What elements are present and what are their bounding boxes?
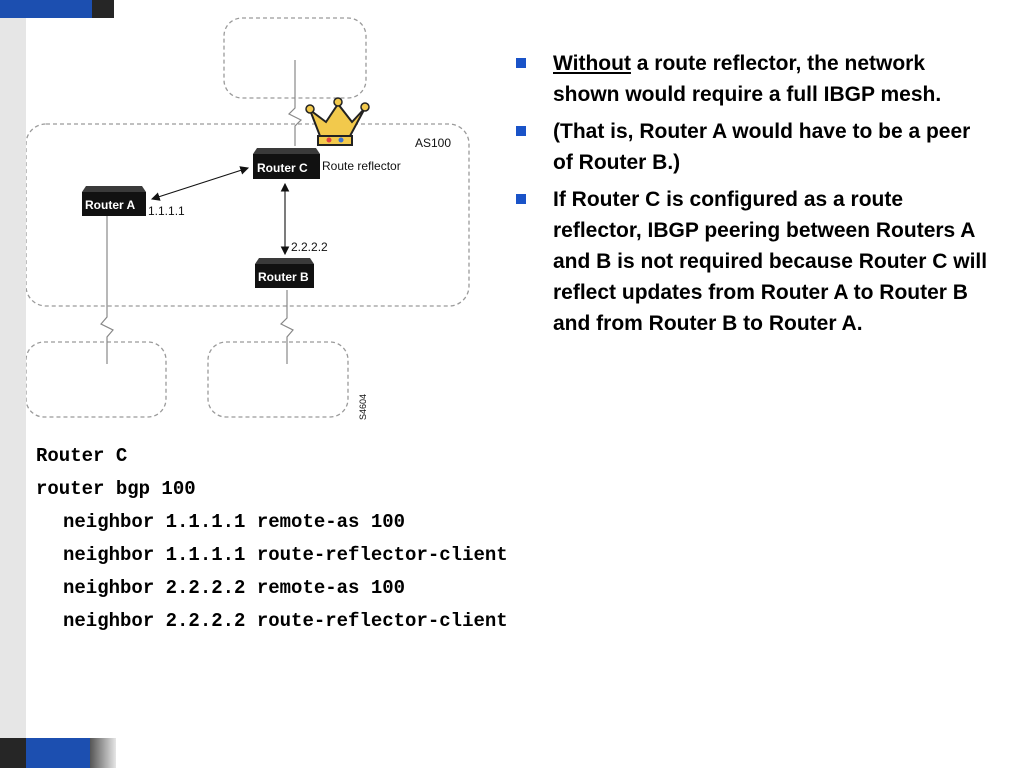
bullet-item: Without a route reflector, the network s… <box>514 48 992 110</box>
external-as-box-bottom-right <box>207 341 349 418</box>
bullet-item: (That is, Router A would have to be a pe… <box>514 116 992 178</box>
as100-boundary <box>26 123 470 307</box>
config-line: neighbor 2.2.2.2 route-reflector-client <box>63 610 508 632</box>
bullet-text: If Router C is configured as a route ref… <box>553 188 988 335</box>
router-b-label: Router B <box>258 270 309 284</box>
left-border-band <box>0 0 26 768</box>
bullet-item: If Router C is configured as a route ref… <box>514 184 992 339</box>
router-a-ip: 1.1.1.1 <box>148 204 185 218</box>
serial-link-c-top <box>287 60 303 146</box>
external-as-box-bottom-left <box>26 341 167 418</box>
bottom-shadow-bar <box>90 738 116 768</box>
crown-icon <box>305 97 370 146</box>
bullet-list: Without a route reflector, the network s… <box>514 48 992 345</box>
network-diagram: AS100 Router C Route reflector Router A … <box>26 17 470 420</box>
route-reflector-label: Route reflector <box>322 159 401 173</box>
bottom-blue-bar <box>26 738 90 768</box>
router-c: Router C <box>253 148 320 179</box>
config-line: router bgp 100 <box>36 478 196 500</box>
config-block: Router C router bgp 100 neighbor 1.1.1.1… <box>36 440 508 638</box>
top-black-bar <box>92 0 114 18</box>
figure-id: S4604 <box>358 394 368 420</box>
config-line: neighbor 1.1.1.1 route-reflector-client <box>63 544 508 566</box>
serial-link-a-bottom <box>100 215 114 364</box>
router-a: Router A <box>82 186 146 216</box>
bullet-lead: Without <box>553 52 631 75</box>
router-b-ip: 2.2.2.2 <box>291 240 328 254</box>
as100-label: AS100 <box>415 136 451 150</box>
router-b: Router B <box>255 258 314 288</box>
square-bullet-icon <box>516 194 526 204</box>
peering-arrow-a-c <box>150 166 250 201</box>
config-line: neighbor 1.1.1.1 remote-as 100 <box>63 511 406 533</box>
config-line: neighbor 2.2.2.2 remote-as 100 <box>63 577 406 599</box>
square-bullet-icon <box>516 126 526 136</box>
config-device: Router C <box>36 445 128 467</box>
bullet-text: a route reflector, the network shown wou… <box>553 52 942 106</box>
serial-link-b-bottom <box>279 290 294 364</box>
top-blue-bar <box>0 0 92 18</box>
square-bullet-icon <box>516 58 526 68</box>
router-a-label: Router A <box>85 198 136 212</box>
router-c-label: Router C <box>257 161 308 175</box>
bottom-black-bar <box>0 738 26 768</box>
bullet-text: (That is, Router A would have to be a pe… <box>553 120 971 174</box>
